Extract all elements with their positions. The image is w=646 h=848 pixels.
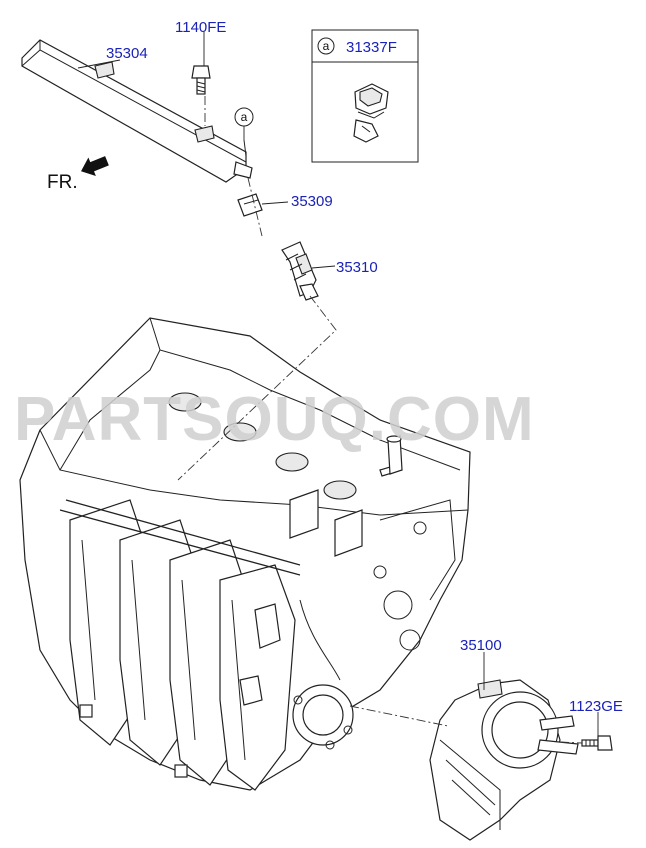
part-number-labels: 35304 1140FE 35309 35310 35100 1123GE bbox=[106, 19, 623, 715]
front-direction-label: FR. bbox=[47, 172, 78, 193]
rail-callout-circle bbox=[234, 107, 254, 127]
inset-callout-letter: a bbox=[323, 39, 330, 53]
inset-callout-circle bbox=[317, 37, 335, 55]
engine-assembly-drawing bbox=[19, 317, 471, 791]
clip-35309-drawing bbox=[237, 193, 263, 217]
part-label-35100[interactable]: 35100 bbox=[460, 637, 502, 654]
rail-callout-letter: a bbox=[241, 110, 248, 124]
part-label-1140fe[interactable]: 1140FE bbox=[175, 19, 226, 36]
fuel-rail-drawing bbox=[21, 39, 253, 183]
part-label-35304[interactable]: 35304 bbox=[106, 45, 148, 62]
part-label-35310[interactable]: 35310 bbox=[336, 259, 378, 276]
part-label-1123ge[interactable]: 1123GE bbox=[569, 698, 623, 715]
part-label-31337f[interactable]: 31337F bbox=[346, 39, 397, 56]
front-direction-arrow-icon bbox=[81, 156, 109, 177]
watermark: PARTSOUQ.COM bbox=[14, 385, 535, 454]
assembly-center-lines bbox=[177, 96, 583, 744]
front-direction-indicator: FR. bbox=[47, 156, 109, 193]
throttle-body-35100-drawing bbox=[429, 679, 579, 841]
bolt-1123ge-drawing bbox=[581, 735, 613, 751]
leader-lines bbox=[77, 32, 599, 736]
inset-detail-box: a 31337F bbox=[311, 29, 419, 163]
part-label-35309[interactable]: 35309 bbox=[291, 193, 333, 210]
injector-35310-drawing bbox=[281, 241, 319, 301]
connector-31337f-drawing bbox=[353, 83, 389, 143]
bolt-1140fe-drawing bbox=[191, 65, 211, 95]
